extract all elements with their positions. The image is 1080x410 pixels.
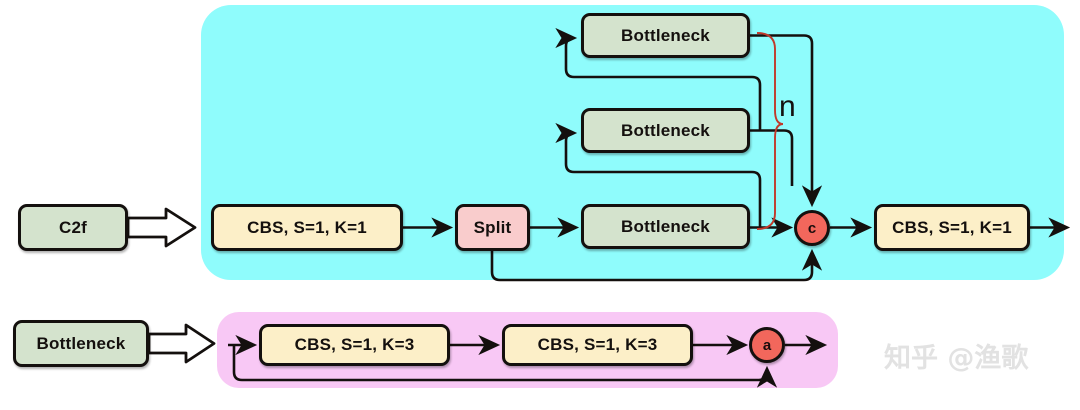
open-arrow-bottleneck (147, 323, 216, 364)
open-arrow-c2f (126, 207, 197, 248)
node-bottleneck-3[interactable]: Bottleneck (581, 204, 750, 249)
wire-bt3-to-bt2 (555, 122, 762, 228)
node-cbs-output[interactable]: CBS, S=1, K=1 (874, 204, 1030, 251)
node-add-operator[interactable]: a (749, 327, 785, 363)
node-bottleneck-1[interactable]: Bottleneck (581, 13, 750, 58)
wire-bt1-to-concat (750, 34, 823, 208)
wire-split-bypass-to-concat (490, 248, 823, 282)
wire-bt2-to-bt1 (555, 27, 762, 131)
node-cbs-input[interactable]: CBS, S=1, K=1 (211, 204, 403, 251)
repeat-brace-n (756, 32, 784, 230)
node-cbs-bottleneck-1[interactable]: CBS, S=1, K=3 (259, 324, 450, 366)
node-c2f-source[interactable]: C2f (18, 204, 128, 251)
node-concat-operator[interactable]: c (794, 210, 830, 246)
node-split[interactable]: Split (455, 204, 530, 251)
node-bottleneck-source[interactable]: Bottleneck (13, 320, 149, 367)
wire-bt2-to-concat-seg (750, 129, 794, 186)
watermark-text: 知乎 @渔歌 (884, 343, 1029, 374)
repeat-count-label: n (779, 90, 796, 123)
wire-residual-skip (232, 345, 778, 388)
node-cbs-bottleneck-2[interactable]: CBS, S=1, K=3 (502, 324, 693, 366)
node-bottleneck-2[interactable]: Bottleneck (581, 108, 750, 153)
